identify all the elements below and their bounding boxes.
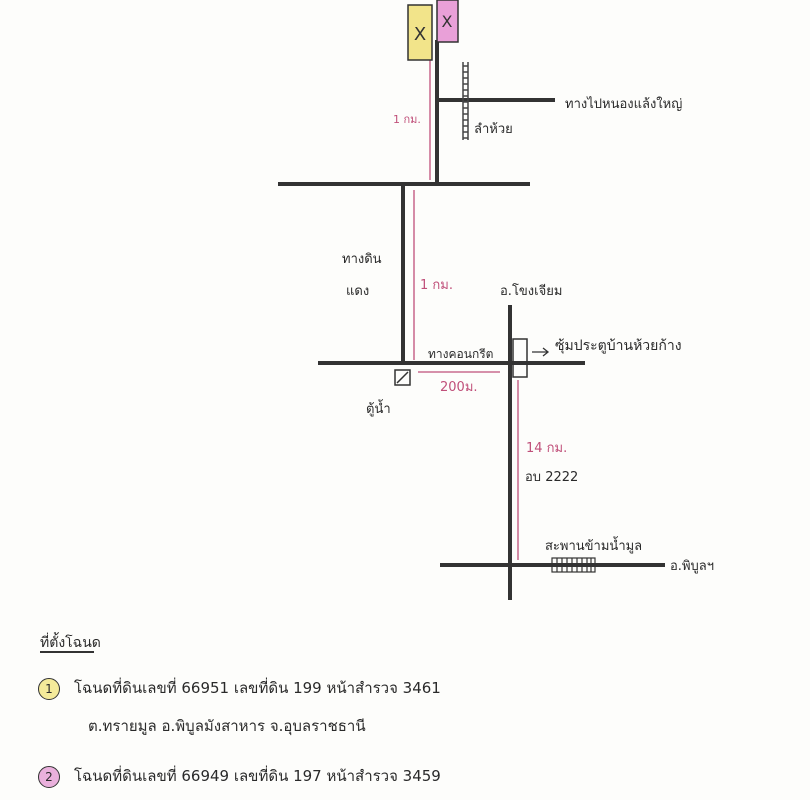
legend-number-2: 2 [38,766,60,788]
label-dist-14km: 14 กม. [526,441,568,456]
label-to-nong-laeng-yai: ทางไปหนองแล้งใหญ่ [565,97,683,112]
label-dist-200m: 200ม. [440,380,478,395]
label-route: อบ 2222 [525,470,579,485]
parcel-2-x: X [442,12,453,31]
label-phibun: อ.พิบูลฯ [670,559,715,574]
label-stream: ลำห้วย [474,122,513,137]
label-dirt-road-2: แดง [346,284,370,299]
label-dist-1km-mid: 1 กม. [420,278,453,293]
legend-item-1-line2: ต.ทรายมูล อ.พิบูลมังสาหาร จ.อุบลราชธานี [88,717,366,735]
legend-title: ที่ตั้งโฉนด [40,635,101,651]
label-water-kiosk: ตู้น้ำ [366,402,391,417]
stream [462,62,469,140]
village-gate-icon [512,338,528,378]
label-concrete-road: ทางคอนกรีต [428,347,494,361]
legend-item-1: 1 โฉนดที่ดินเลขที่ 66951 เลขที่ดิน 199 หน… [38,676,441,700]
parcel-1-x: X [414,24,426,45]
label-village-gate: ซุ้มประตูบ้านห้วยก้าง [555,338,682,354]
legend-item-2: 2 โฉนดที่ดินเลขที่ 66949 เลขที่ดิน 197 หน… [38,764,441,788]
parcel-1-mark [407,4,433,61]
label-dirt-road-1: ทางดิน [342,252,382,267]
label-bridge: สะพานข้ามน้ำมูล [545,539,643,554]
arrow-icon [532,347,550,357]
legend-item-1-line1: โฉนดที่ดินเลขที่ 66951 เลขที่ดิน 199 หน้… [74,679,441,697]
label-dist-1km-top: 1 กม. [393,113,421,126]
parcel-2-mark [436,0,459,43]
bridge-icon [551,557,596,573]
legend-number-1: 1 [38,678,60,700]
label-khong-chiam: อ.โขงเจียม [500,284,563,299]
water-kiosk-icon [394,369,411,386]
legend-item-2-line1: โฉนดที่ดินเลขที่ 66949 เลขที่ดิน 197 หน้… [74,767,441,785]
